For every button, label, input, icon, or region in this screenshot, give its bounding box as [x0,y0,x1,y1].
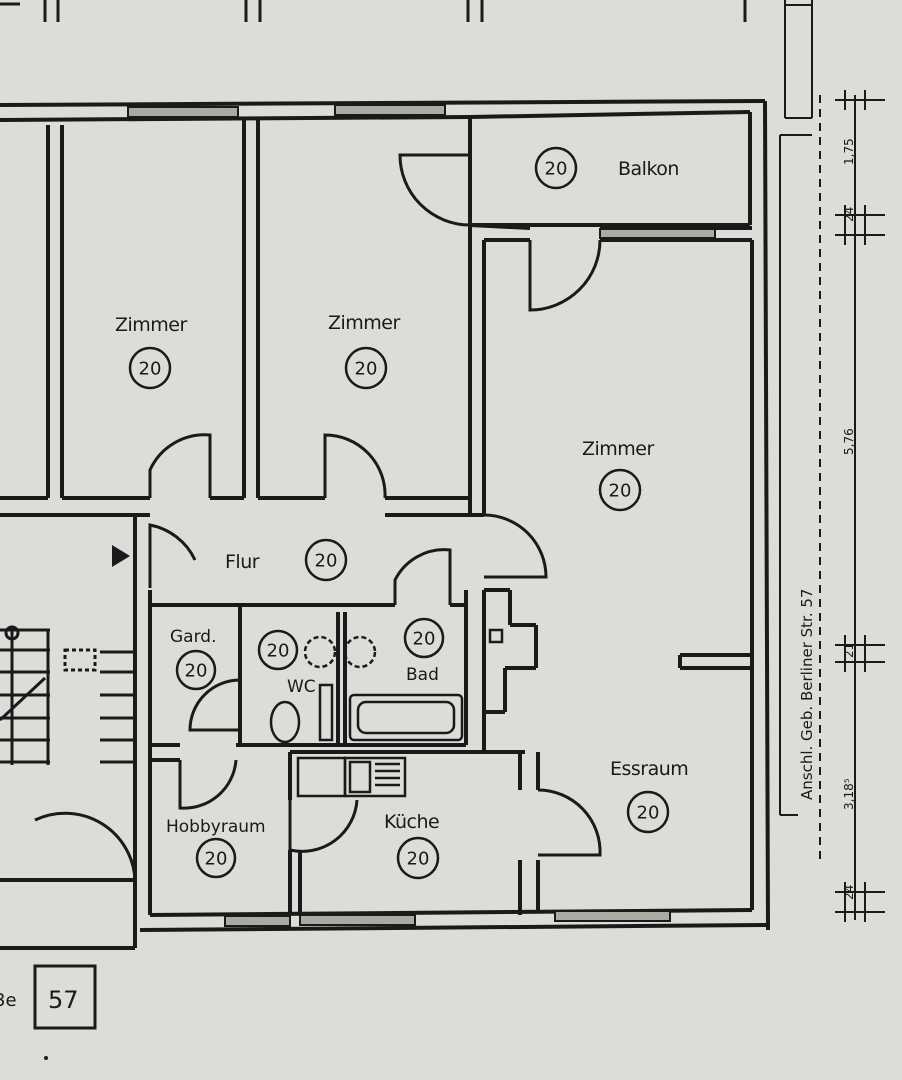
room-hobbyraum-label: Hobbyraum [166,817,266,837]
room-essraum-label: Essraum [610,758,688,780]
room-zimmer-3-label: Zimmer [582,438,655,460]
room-zimmer-2-number: 20 [355,359,378,380]
building-number-box [33,964,97,1030]
room-flur-number: 20 [315,551,338,572]
windows [127,104,716,927]
dimension-24-top: 24 [842,207,856,222]
dimension-21: 21 [842,643,856,658]
dimension-lines [779,0,885,922]
room-bad-label: Bad [406,665,439,685]
room-gard-number: 20 [185,661,208,682]
room-essraum-number: 20 [637,803,660,824]
room-kueche-label: Küche [384,811,439,833]
room-zimmer-1-number: 20 [139,359,162,380]
bathtub [348,693,464,742]
room-kueche-number: 20 [407,849,430,870]
room-hobbyraum-number: 20 [205,849,228,870]
dimension-24-bottom: 24 [842,885,856,900]
dimension-1-75: 1,75 [842,138,856,165]
room-wc-number: 20 [267,641,290,662]
door-swings [34,153,602,881]
room-balkon-number: 20 [545,159,568,180]
top-fragments [0,0,747,22]
dimension-5-76: 5,76 [842,428,856,455]
room-balkon-label: Balkon [618,158,679,180]
entrance-arrow-icon [112,545,130,567]
fixtures [269,628,504,798]
room-zimmer-2-label: Zimmer [328,312,401,334]
building-number: 57 [48,986,79,1014]
cut-off-text: 3e [0,990,17,1011]
room-bad-number: 20 [413,629,436,650]
dimension-3-18: 3,18⁵ [842,778,856,810]
street-note: Anschl. Geb. Berliner Str. 57 [798,589,816,800]
staircase [0,625,135,765]
room-flur-label: Flur [225,551,260,573]
toilet [269,700,301,744]
room-zimmer-1-label: Zimmer [115,314,188,336]
room-zimmer-3-number: 20 [609,481,632,502]
room-wc-label: WC [287,677,316,697]
room-gard-label: Gard. [170,627,216,647]
